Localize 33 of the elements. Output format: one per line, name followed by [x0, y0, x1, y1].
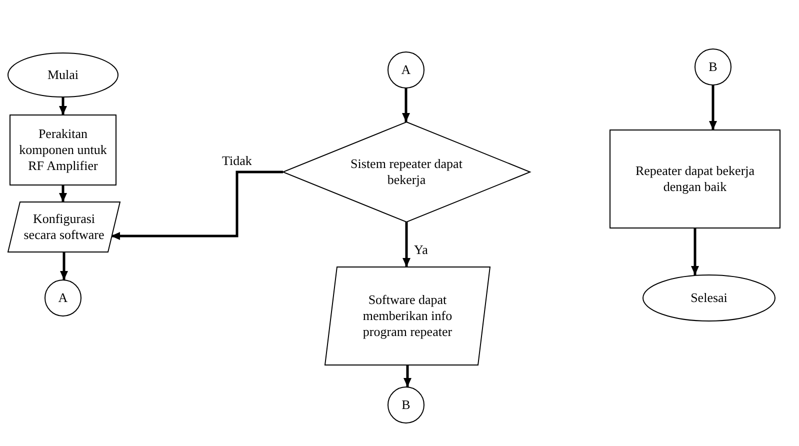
edge-label: Ya: [414, 243, 428, 258]
connector-circle: [45, 280, 81, 316]
input-output-parallelogram: [8, 202, 120, 252]
node-text: Selesai: [690, 290, 728, 306]
arrow: [59, 97, 67, 115]
input-output-parallelogram: [325, 267, 490, 365]
decision-diamond: [283, 122, 530, 222]
node-text: Konfigurasi secara software: [22, 210, 106, 244]
node-text: A: [58, 290, 68, 306]
node-text: Perakitan komponen untuk RF Amplifier: [18, 126, 108, 174]
node-text: Sistem repeater dapat bekerja: [350, 156, 464, 188]
arrow: [404, 365, 412, 387]
arrow: [59, 185, 67, 202]
node-text: B: [708, 58, 718, 76]
arrow: [691, 228, 699, 275]
connector-circle: [388, 387, 424, 423]
start-ellipse: [8, 53, 118, 97]
node-text: B: [402, 396, 410, 414]
arrow: [709, 85, 717, 130]
node-text: Repeater dapat bekerja dengan baik: [634, 162, 756, 196]
node-text: Mulai: [47, 66, 79, 84]
node-text: Software dapat memberikan info program repeater: [362, 292, 454, 340]
process-box: [10, 115, 116, 185]
arrow: [111, 170, 283, 240]
connector-circle: [388, 52, 424, 88]
end-ellipse: [643, 275, 775, 321]
edge-label: Tidak: [222, 154, 252, 168]
arrow: [402, 88, 410, 122]
arrow: [60, 252, 68, 280]
connector-circle: [695, 49, 731, 85]
arrow: [402, 222, 410, 267]
process-box: [610, 130, 780, 228]
node-text: A: [401, 62, 411, 78]
